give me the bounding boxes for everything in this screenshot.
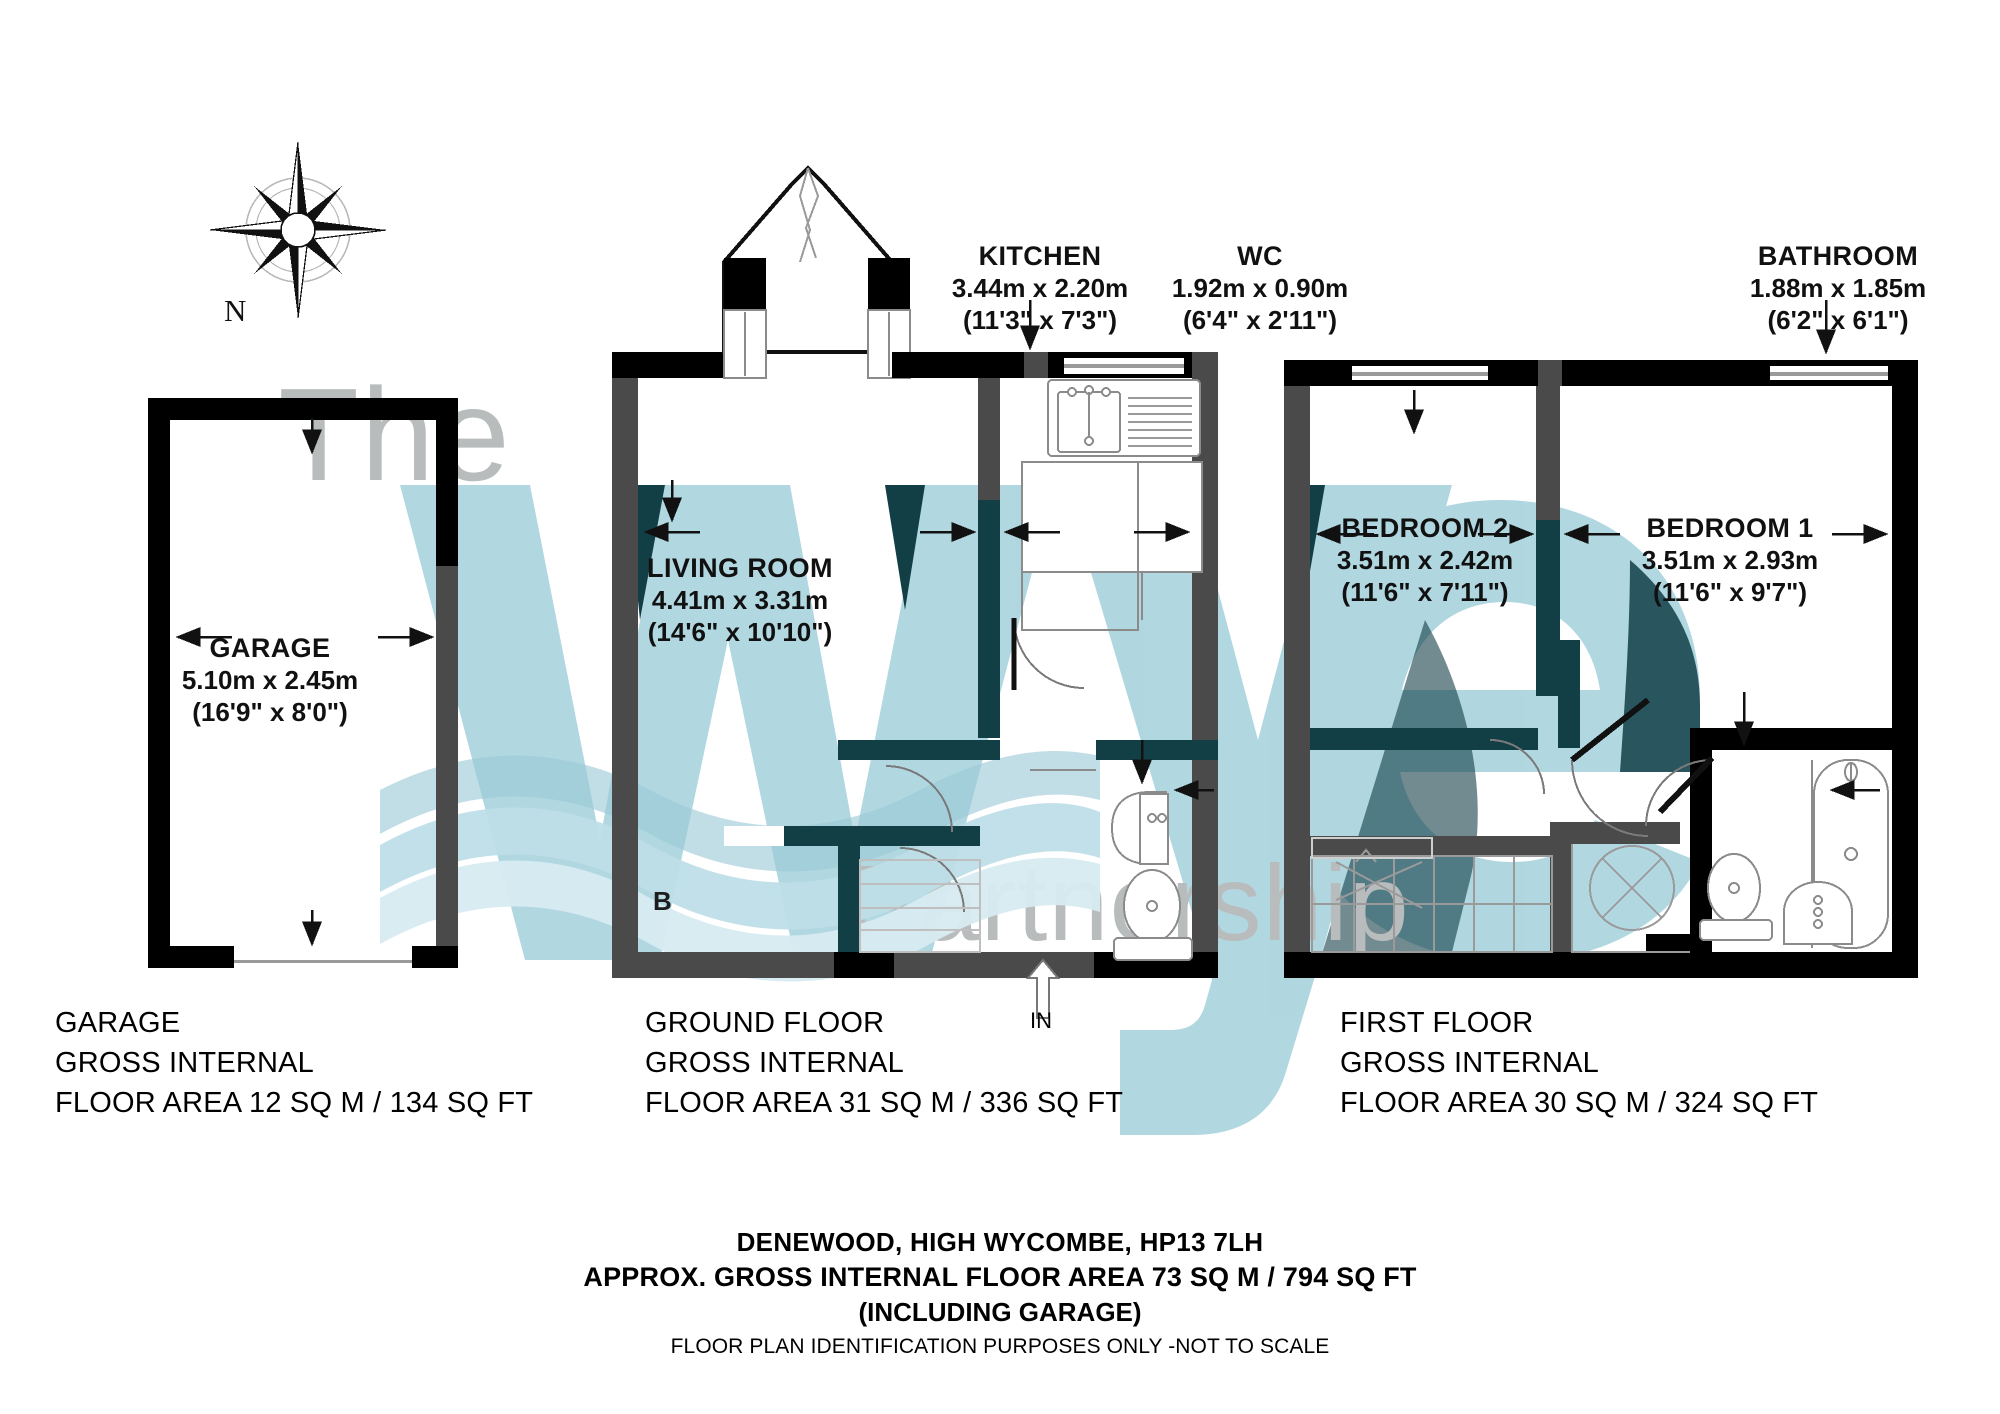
- living-room-title: LIVING ROOM: [647, 553, 833, 583]
- first-floor-area-line3: FLOOR AREA 30 SQ M / 324 SQ FT: [1340, 1087, 1819, 1120]
- bedroom-2-title: BEDROOM 2: [1341, 513, 1509, 543]
- first-floor-block: [1284, 300, 1918, 978]
- area-block-ground-floor: GROUND FLOOR GROSS INTERNAL FLOOR AREA 3…: [645, 1003, 1123, 1123]
- bedroom-1-title: BEDROOM 1: [1646, 513, 1814, 543]
- area-block-garage: GARAGE GROSS INTERNAL FLOOR AREA 12 SQ M…: [55, 1003, 533, 1123]
- bathroom-imperial: (6'2" x 6'1"): [1767, 305, 1909, 336]
- footer-disclaimer: FLOOR PLAN IDENTIFICATION PURPOSES ONLY …: [670, 1334, 1330, 1358]
- garage-title: GARAGE: [209, 633, 331, 663]
- ground-floor-area-line1: GROUND FLOOR: [645, 1007, 885, 1039]
- bedroom-1-metric: 3.51m x 2.93m: [1641, 545, 1819, 576]
- room-label-wc: WC 1.92m x 0.90m (6'4" x 2'11"): [1110, 240, 1410, 337]
- footer-including-garage: (INCLUDING GARAGE): [858, 1297, 1142, 1328]
- compass-rose-icon: [209, 141, 387, 319]
- footer-address: DENEWOOD, HIGH WYCOMBE, HP13 7LH: [736, 1227, 1264, 1257]
- room-label-kitchen: KITCHEN 3.44m x 2.20m (11'3" x 7'3"): [880, 240, 1200, 337]
- garage-area-line1: GARAGE: [55, 1007, 181, 1039]
- living-room-imperial: (14'6" x 10'10"): [647, 617, 833, 648]
- bedroom-2-imperial: (11'6" x 7'11"): [1341, 577, 1509, 608]
- area-block-first-floor: FIRST FLOOR GROSS INTERNAL FLOOR AREA 30…: [1340, 1003, 1818, 1123]
- first-floor-area-line1: FIRST FLOOR: [1340, 1007, 1534, 1039]
- ground-floor-area-line2: GROSS INTERNAL: [645, 1047, 905, 1080]
- wc-title: WC: [1237, 241, 1283, 271]
- basement-marker-label: B: [653, 886, 672, 916]
- footer-block: DENEWOOD, HIGH WYCOMBE, HP13 7LH APPROX.…: [0, 1225, 2000, 1362]
- room-label-bedroom-2: BEDROOM 2 3.51m x 2.42m (11'6" x 7'11"): [1275, 512, 1575, 609]
- bathroom-metric: 1.88m x 1.85m: [1749, 273, 1927, 304]
- footer-total-area: APPROX. GROSS INTERNAL FLOOR AREA 73 SQ …: [583, 1261, 1417, 1292]
- kitchen-metric: 3.44m x 2.20m: [951, 273, 1129, 304]
- entrance-in-label: IN: [1030, 1008, 1052, 1033]
- ground-floor-area-line3: FLOOR AREA 31 SQ M / 336 SQ FT: [645, 1087, 1124, 1120]
- first-floor-area-line2: GROSS INTERNAL: [1340, 1047, 1600, 1080]
- garage-imperial: (16'9" x 8'0"): [192, 697, 348, 728]
- compass-north-label: N: [224, 293, 247, 328]
- wc-metric: 1.92m x 0.90m: [1171, 273, 1349, 304]
- garage-area-line2: GROSS INTERNAL: [55, 1047, 315, 1080]
- room-label-living-room: LIVING ROOM 4.41m x 3.31m (14'6" x 10'10…: [560, 552, 920, 649]
- living-room-metric: 4.41m x 3.31m: [651, 585, 829, 616]
- kitchen-title: KITCHEN: [978, 241, 1102, 271]
- room-label-garage: GARAGE 5.10m x 2.45m (16'9" x 8'0"): [110, 632, 430, 729]
- bedroom-1-imperial: (11'6" x 9'7"): [1652, 577, 1808, 608]
- garage-metric: 5.10m x 2.45m: [181, 665, 359, 696]
- wc-imperial: (6'4" x 2'11"): [1182, 305, 1338, 336]
- garage-area-line3: FLOOR AREA 12 SQ M / 134 SQ FT: [55, 1087, 534, 1120]
- bathroom-title: BATHROOM: [1757, 241, 1919, 271]
- room-label-bedroom-1: BEDROOM 1 3.51m x 2.93m (11'6" x 9'7"): [1575, 512, 1885, 609]
- bedroom-2-metric: 3.51m x 2.42m: [1336, 545, 1514, 576]
- room-label-bathroom: BATHROOM 1.88m x 1.85m (6'2" x 6'1"): [1678, 240, 1998, 337]
